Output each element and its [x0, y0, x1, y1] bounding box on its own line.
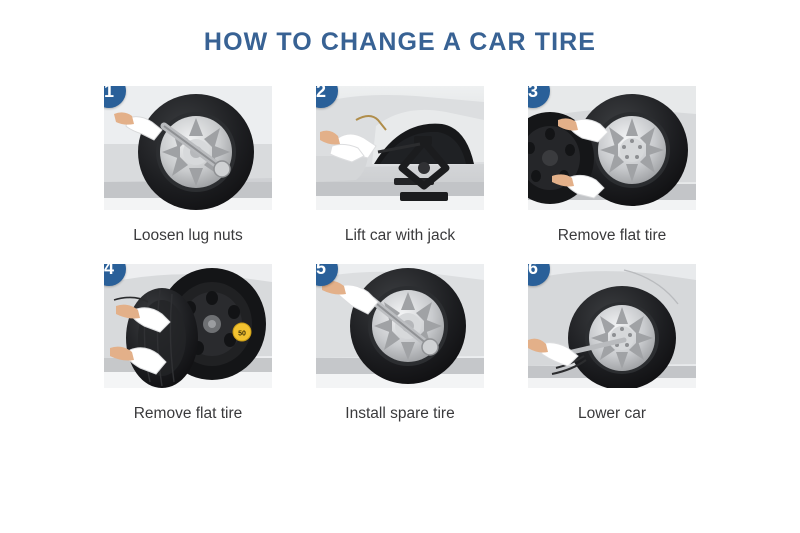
step-card-2: 2 Lift car with jack — [316, 86, 484, 246]
scene-remove-flat-tire-b: 50 — [104, 263, 272, 388]
step-image-5: 5 — [316, 263, 484, 388]
glove-icon — [528, 338, 579, 367]
step-badge-3: 3 — [528, 86, 550, 108]
svg-text:50: 50 — [238, 330, 246, 337]
scissor-jack — [355, 115, 450, 201]
step-card-1: 1 Loosen lug nuts — [104, 86, 272, 246]
step-badge-4: 4 — [104, 263, 126, 286]
step-badge-5: 5 — [316, 263, 338, 286]
step-card-3: 3 Remove flat tire — [528, 86, 696, 246]
glove-icon — [110, 296, 171, 375]
step-card-6: 6 Lower car — [528, 263, 696, 424]
removed-tire — [126, 287, 198, 388]
scene-remove-flat-tire-a — [528, 86, 696, 210]
step-card-5: 5 Install spare tire — [316, 263, 484, 424]
steps-grid: 1 Loosen lug nuts — [104, 86, 696, 423]
step-image-1: 1 — [104, 86, 272, 210]
step-badge-1: 1 — [104, 86, 126, 108]
page-title: HOW TO CHANGE A CAR TIRE — [203, 28, 597, 56]
glove-icon — [322, 280, 379, 315]
speed-sticker: 50 — [232, 322, 252, 342]
step-caption-2: Lift car with jack — [344, 227, 456, 244]
step-image-4: 50 — [104, 263, 272, 388]
step-image-2: 2 — [316, 86, 484, 210]
step-caption-1: Loosen lug nuts — [133, 227, 243, 244]
scene-lower-car — [528, 263, 696, 388]
step-badge-6: 6 — [528, 263, 550, 286]
step-caption-4: Remove flat tire — [133, 404, 243, 422]
step-caption-3: Remove flat tire — [557, 227, 667, 244]
step-caption-5: Install spare tire — [345, 404, 455, 422]
step-card-4: 50 — [104, 263, 272, 424]
scene-loosen-lug-nuts — [104, 86, 272, 210]
glove-icon — [320, 130, 377, 163]
step-image-6: 6 — [528, 263, 696, 388]
glove-icon — [114, 112, 163, 141]
step-image-3: 3 — [528, 86, 696, 210]
glove-icon — [552, 118, 609, 199]
step-badge-2: 2 — [316, 86, 338, 108]
scene-lift-car-with-jack — [316, 86, 484, 210]
step-caption-6: Lower car — [577, 404, 647, 422]
scene-install-spare-tire — [316, 263, 484, 388]
